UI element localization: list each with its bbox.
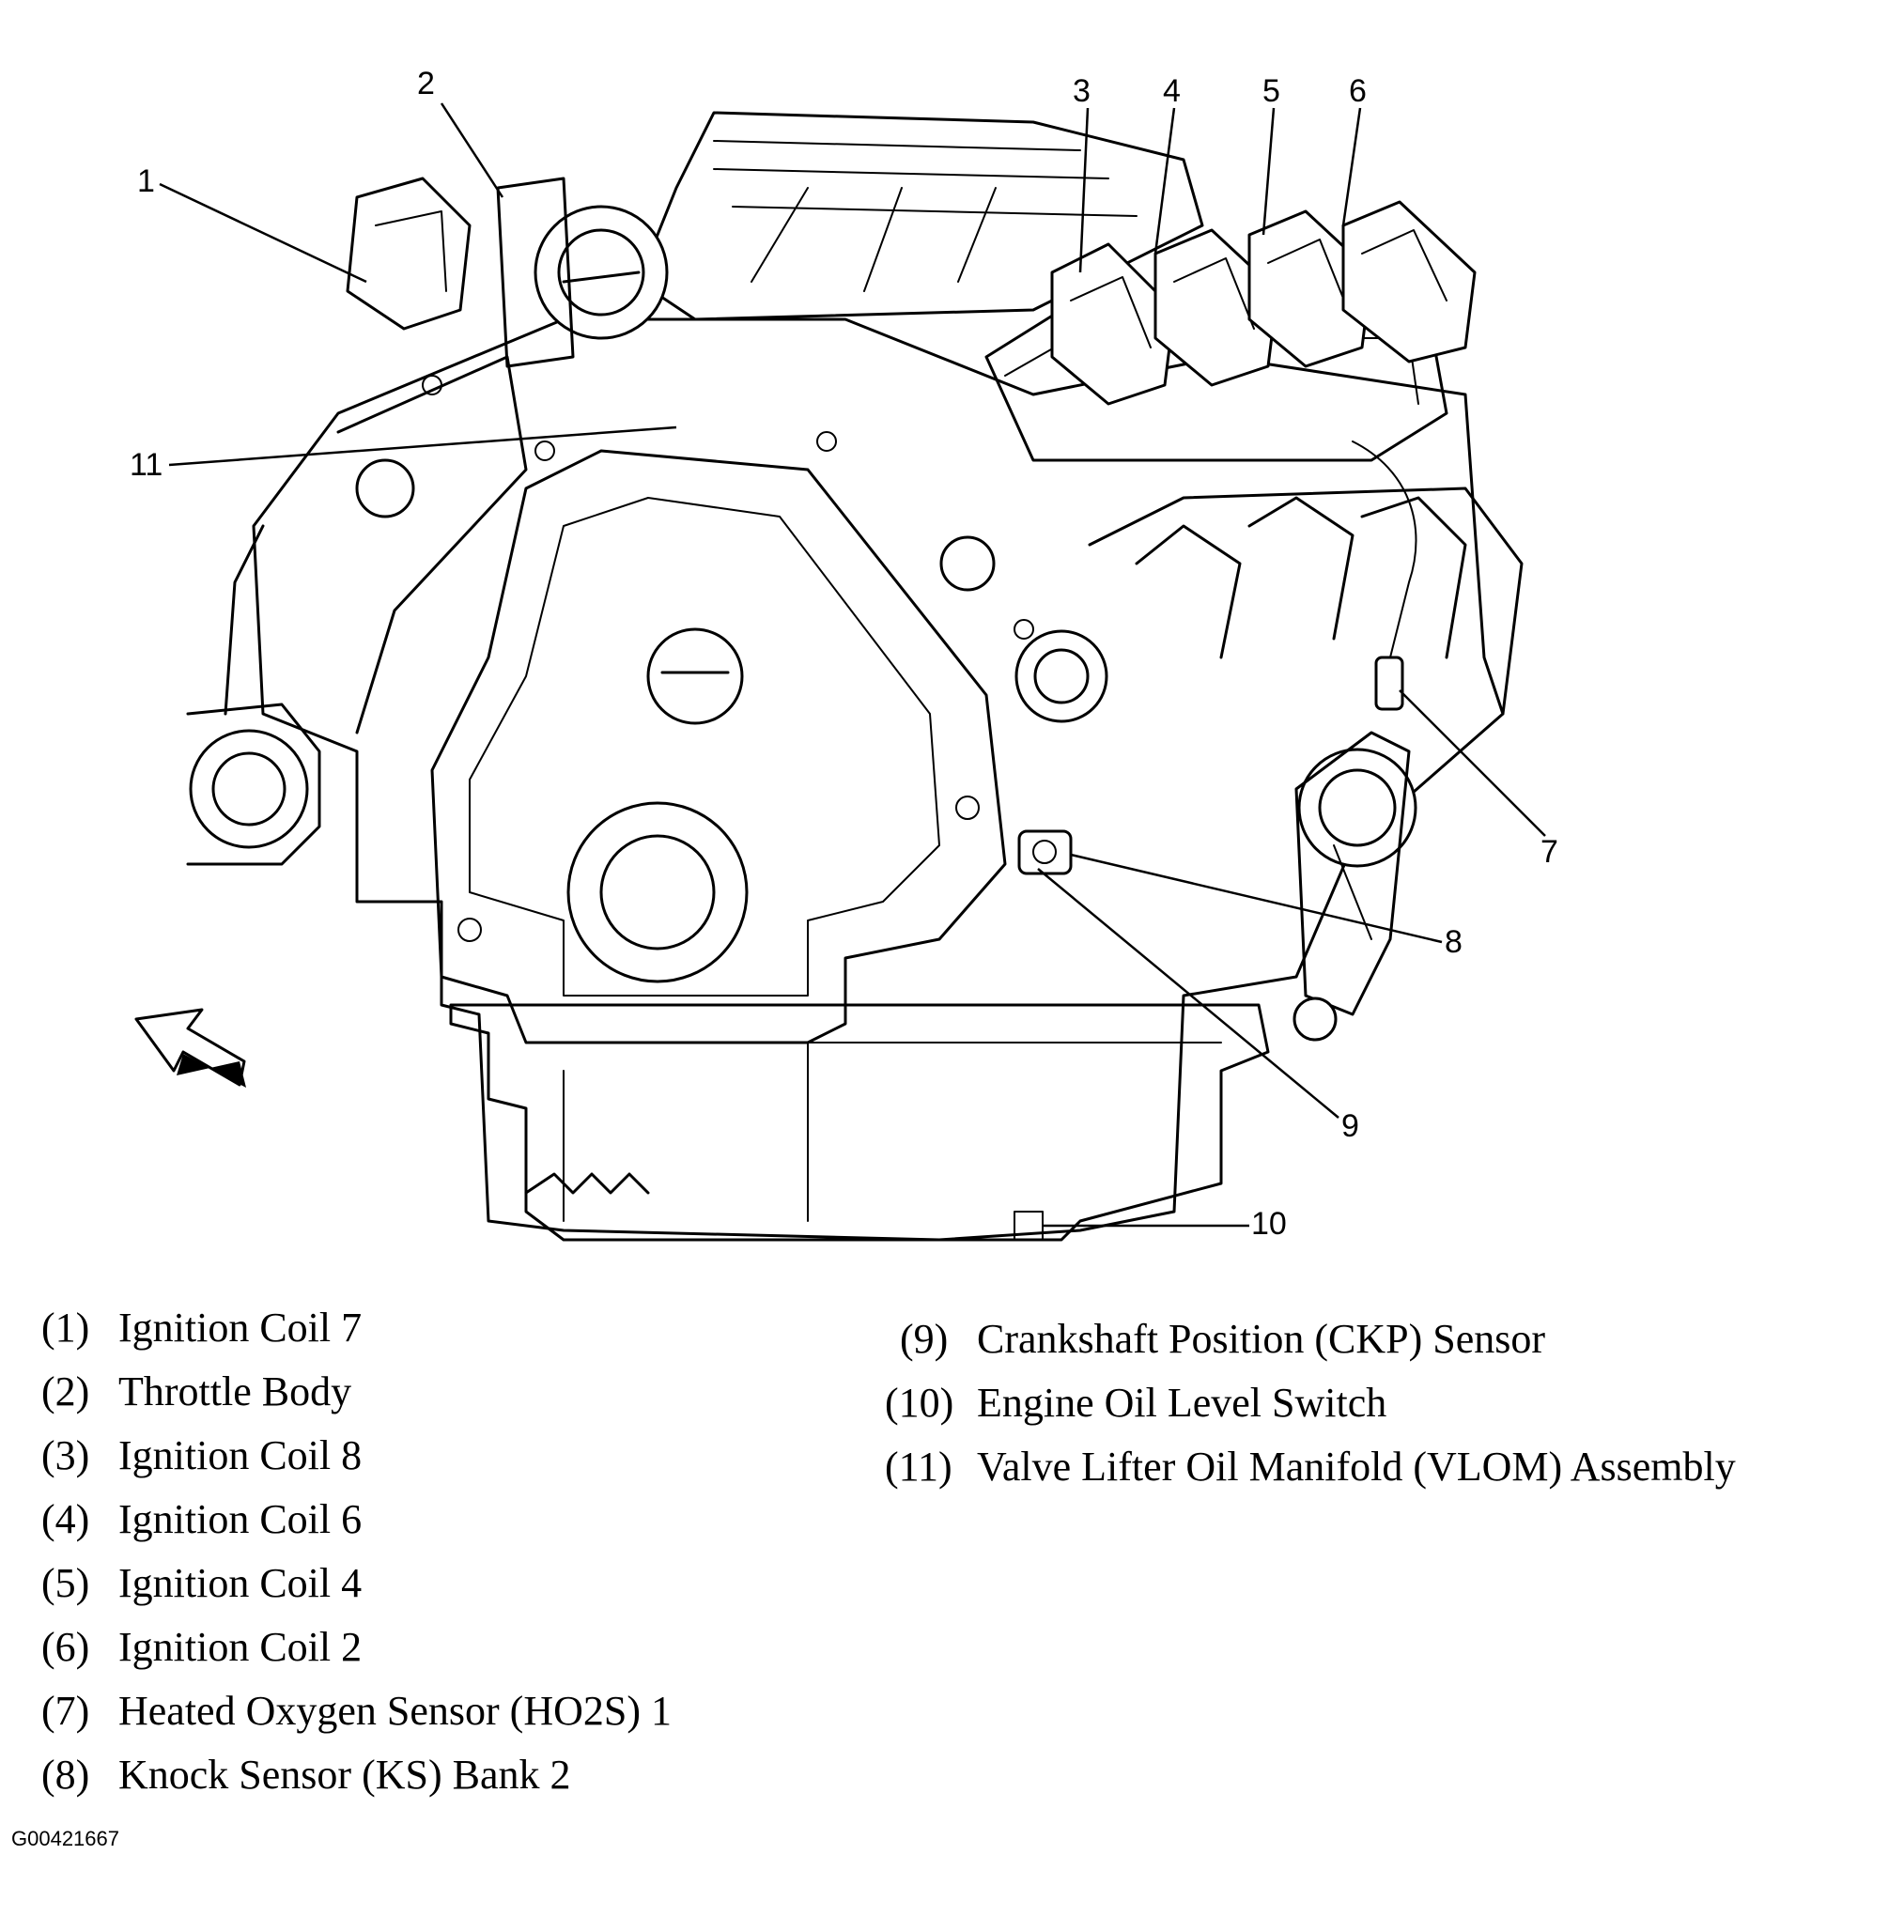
legend-item-6: (6) Ignition Coil 2	[41, 1627, 362, 1668]
callout-7: 7	[1540, 834, 1558, 870]
legend-label: Heated Oxygen Sensor (HO2S) 1	[118, 1688, 672, 1734]
legend-item-7: (7) Heated Oxygen Sensor (HO2S) 1	[41, 1691, 672, 1732]
leader-line-11	[168, 425, 677, 467]
ignition-coil-6-shape	[1153, 228, 1279, 387]
legend-label: Throttle Body	[118, 1368, 352, 1414]
ignition-coil-7-shape	[346, 177, 472, 331]
oxygen-sensor-shape	[1352, 440, 1417, 711]
legend-number: (3)	[41, 1432, 90, 1478]
legend-number: (4)	[41, 1496, 90, 1542]
legend-label: Engine Oil Level Switch	[977, 1380, 1387, 1426]
legend-number: (6)	[41, 1624, 90, 1670]
right-exhaust-manifold	[1014, 487, 1524, 868]
leader-line-4	[1153, 107, 1176, 255]
callout-6: 6	[1349, 73, 1367, 109]
legend-label: Ignition Coil 2	[118, 1624, 363, 1670]
leader-line-8	[1070, 853, 1443, 944]
callout-11: 11	[130, 447, 163, 483]
front-direction-arrow-icon	[134, 1008, 246, 1088]
legend-label: Ignition Coil 7	[118, 1305, 363, 1351]
legend-item-1: (1) Ignition Coil 7	[41, 1307, 362, 1349]
leader-line-6	[1341, 107, 1362, 226]
callout-5: 5	[1262, 73, 1280, 109]
callout-3: 3	[1073, 73, 1091, 109]
legend-item-8: (8) Knock Sensor (KS) Bank 2	[41, 1754, 571, 1796]
oil-pan	[449, 1003, 1270, 1242]
legend-number: (1)	[41, 1305, 90, 1351]
engine-mount	[1293, 731, 1411, 1042]
intake-manifold	[496, 111, 1204, 368]
ignition-coil-2-shape	[1341, 200, 1477, 363]
legend-number: (9)	[900, 1316, 949, 1362]
ignition-coil-8-shape	[1050, 242, 1176, 406]
leader-line-3	[1078, 107, 1090, 273]
legend-item-2: (2) Throttle Body	[41, 1371, 351, 1413]
engine-block	[252, 317, 1505, 1242]
legend-item-9: (9) Crankshaft Position (CKP) Sensor	[900, 1319, 1545, 1360]
legend-item-11: (11) Valve Lifter Oil Manifold (VLOM) Ass…	[885, 1446, 1736, 1488]
legend-label: Valve Lifter Oil Manifold (VLOM) Assembl…	[977, 1444, 1736, 1490]
leader-line-7	[1399, 689, 1546, 837]
legend-number: (5)	[41, 1560, 90, 1606]
leader-lines	[159, 102, 1546, 1228]
leader-line-9	[1037, 868, 1339, 1119]
legend-label: Ignition Coil 6	[118, 1496, 363, 1542]
leader-line-1	[159, 182, 367, 284]
ignition-coil-4-shape	[1247, 209, 1373, 368]
legend-item-5: (5) Ignition Coil 4	[41, 1563, 362, 1604]
left-exhaust-manifold	[186, 524, 321, 866]
leader-line-5	[1262, 107, 1276, 236]
callout-10: 10	[1251, 1206, 1287, 1242]
knock-sensor-shape	[1017, 829, 1073, 875]
leader-line-2	[440, 102, 504, 198]
legend-item-3: (3) Ignition Coil 8	[41, 1435, 362, 1476]
legend-item-4: (4) Ignition Coil 6	[41, 1499, 362, 1540]
callout-8: 8	[1445, 924, 1463, 960]
legend-number: (8)	[41, 1752, 90, 1798]
callout-2: 2	[417, 66, 435, 101]
legend-label: Ignition Coil 4	[118, 1560, 363, 1606]
legend-number: (11)	[885, 1444, 952, 1490]
callout-1: 1	[137, 163, 155, 199]
legend-label: Crankshaft Position (CKP) Sensor	[977, 1316, 1545, 1362]
callout-4: 4	[1163, 73, 1181, 109]
callout-9: 9	[1341, 1108, 1359, 1144]
legend-item-10: (10) Engine Oil Level Switch	[885, 1383, 1386, 1424]
legend-label: Ignition Coil 8	[118, 1432, 363, 1478]
legend-label: Knock Sensor (KS) Bank 2	[118, 1752, 571, 1798]
legend-number: (2)	[41, 1368, 90, 1414]
legend-number: (7)	[41, 1688, 90, 1734]
figure-id: G00421667	[11, 1827, 119, 1850]
legend-number: (10)	[885, 1380, 954, 1426]
